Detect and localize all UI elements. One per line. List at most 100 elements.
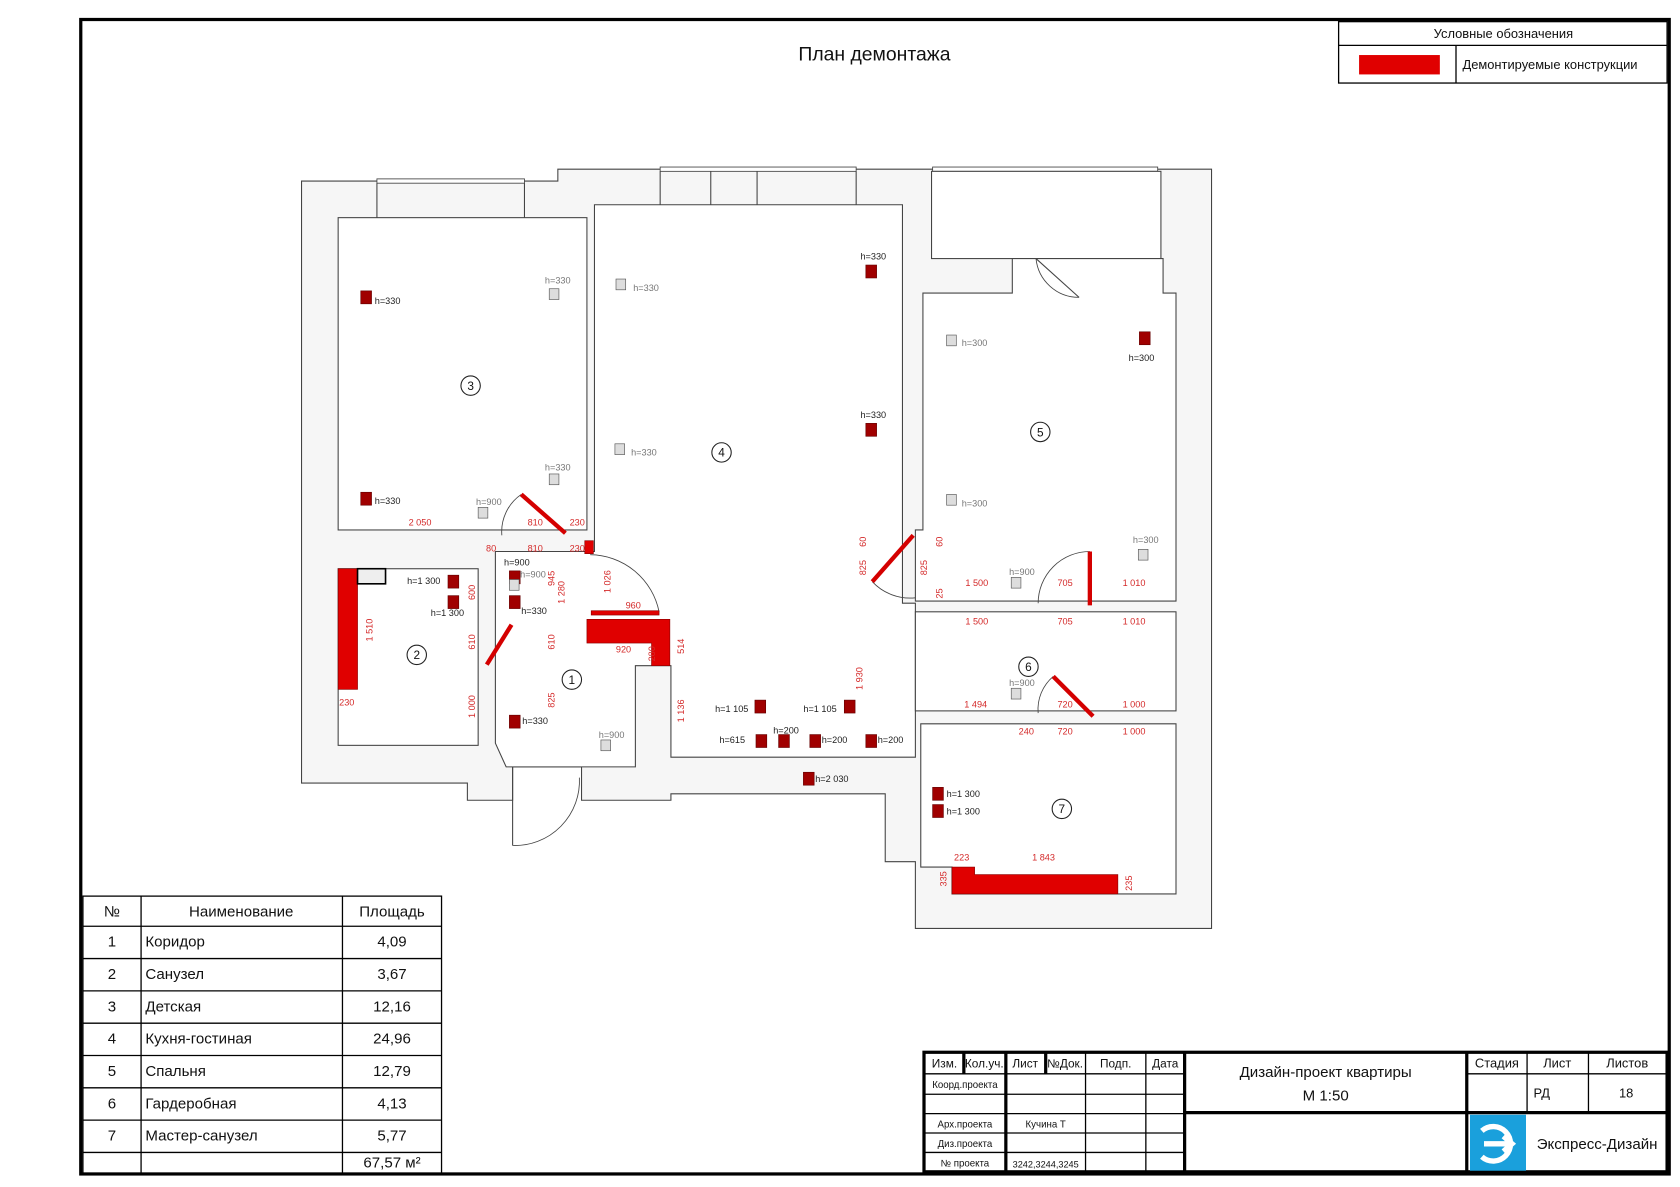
legend: Условные обозначения Демонтируемые конст… [1337,21,1668,84]
height-label: h=330 [521,606,547,616]
height-labels: h=330 h=330 h=330 h=330 h=330 h=330 h=900 h=900… [375,252,1159,817]
dimension-label: 280 [647,646,657,661]
sheet-frame [79,17,1671,1176]
dimension-label: 230 [339,698,354,708]
demolished-bathroom-wall [951,866,1119,895]
room-3-outline [337,217,588,531]
room-name-cell: Коридор [145,934,205,951]
demolished-socket-icon [778,734,790,748]
demolition-elements [337,492,1119,895]
dimension-label: 945 [547,571,557,586]
room-number: 1 [569,673,576,687]
label-design: Диз.проекта [938,1139,993,1150]
room-name-cell: Мастер-санузел [145,1128,257,1145]
dimension-label: 1 500 [965,617,988,627]
label-coord: Коорд.проекта [932,1080,998,1091]
dimension-label: 610 [467,634,477,649]
socket-icon [1137,549,1149,561]
socket-icon [946,334,957,347]
room-number: 2 [413,648,420,662]
room-number: 6 [1025,660,1032,674]
room-area-cell: 4,13 [377,1095,406,1112]
dimension-label: 1 026 [603,570,613,593]
room-number-cell: 2 [108,966,116,983]
col-podp: Подп. [1100,1056,1131,1070]
height-label: h=300 [1133,535,1159,545]
legend-swatch-demolition [1359,55,1440,75]
height-label: h=300 [962,498,988,508]
height-label: h=2 030 [815,774,848,784]
dimension-label: 1 010 [1123,578,1146,588]
project-number: 3242,3244,3245 [1013,1160,1079,1170]
room-number: 3 [467,379,474,393]
room-6-outline [914,611,1177,712]
height-label: h=1 300 [407,576,440,586]
dimension-label: 60 [858,537,868,547]
room-number-cell: 3 [108,998,116,1015]
height-label: h=330 [860,252,886,262]
dimension-label: 1 843 [1032,853,1055,863]
height-label: h=300 [1129,353,1155,363]
dimension-label: 1 280 [556,581,566,604]
height-label: h=330 [375,296,401,306]
dimension-label: 1 136 [676,699,686,722]
col-list: Лист [1012,1056,1038,1070]
height-label: h=900 [1009,678,1035,688]
floor-plan: h=330 h=330 h=330 h=330 h=330 h=330 h=900 h=900… [301,166,1213,929]
demolished-door [1051,674,1095,718]
height-label: h=330 [545,275,571,285]
demolished-socket-icon [360,290,372,305]
height-label: h=1 300 [947,806,980,816]
dimension-label: 1 494 [964,700,987,710]
dimension-label: 1 510 [365,619,375,642]
room-number-marker [1051,798,1073,820]
dimension-label: 720 [1057,700,1072,710]
room-number: 4 [718,446,725,460]
dimension-label: 230 [570,544,585,554]
height-label: h=200 [773,726,799,736]
height-label: h=1 300 [431,608,464,618]
height-label: h=330 [522,716,548,726]
height-label: h=330 [631,448,657,458]
height-label: h=330 [633,283,659,293]
title-block: Изм. Кол.уч. Лист №Док. Подп. Дата Коорд… [922,1050,1669,1174]
height-label: h=900 [476,497,502,507]
demolished-socket-icon [754,699,767,714]
door-swings [501,258,1090,846]
col-header-area: Площадь [359,904,425,921]
socket-icon [548,288,560,300]
demolished-door [484,623,514,666]
windows [376,166,1159,218]
socket-icon [946,494,957,506]
dimension-label: 610 [547,634,557,649]
socket-icon [1010,687,1022,700]
dimension-label: 2 050 [409,518,432,528]
room-area-cell: 12,16 [373,998,411,1015]
room-area-cell: 24,96 [373,1031,411,1048]
dimension-label: 810 [528,544,543,554]
dimension-label: 1 010 [1123,617,1146,627]
dimension-label: 1 930 [855,667,865,690]
label-arch: Арх.проекта [938,1120,993,1131]
room-number-cell: 4 [108,1031,116,1048]
demolished-door [870,533,915,584]
demolished-socket-icon [755,734,768,748]
room-number: 7 [1059,802,1066,816]
height-label: h=200 [822,735,848,745]
balcony [931,170,1162,260]
dimension-label: 810 [528,518,543,528]
room-area-cell: 5,77 [377,1128,406,1145]
dimension-label: 335 [939,871,949,886]
project-scale: М 1:50 [1303,1088,1349,1105]
room-name-cell: Детская [145,998,201,1015]
room-number-cell: 1 [108,934,116,951]
room-name-cell: Кухня-гостиная [145,1031,252,1048]
demolished-socket-icon [865,734,877,748]
height-label: h=900 [1009,567,1035,577]
arch-name: Кучина Т [1026,1120,1066,1131]
demolished-socket-icon [447,595,460,609]
dimension-label: 223 [954,853,969,863]
demolished-door [519,492,567,535]
col-koluch: Кол.уч. [965,1056,1004,1070]
